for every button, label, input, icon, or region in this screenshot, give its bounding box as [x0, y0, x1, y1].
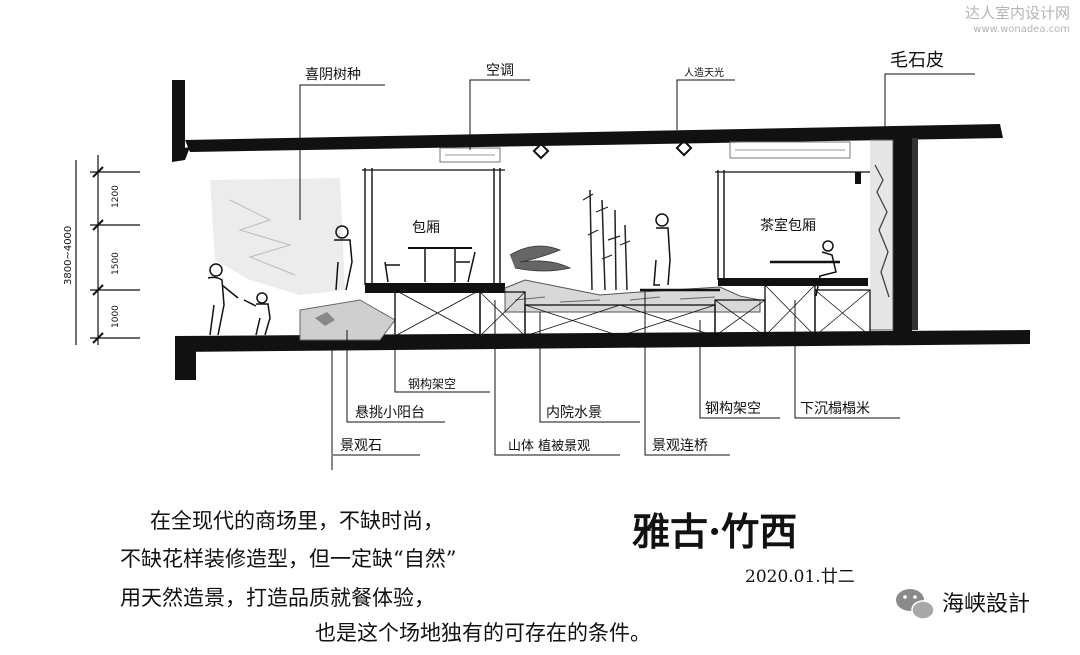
callout-planting: 山体 植被景观 [508, 439, 590, 454]
ceiling-fixtures [439, 139, 851, 163]
callout-steel-frame-right: 钢构架空 [705, 401, 761, 417]
callout-bridge: 景观连桥 [652, 438, 708, 454]
watermark-url: www.wonadea.com [973, 24, 1070, 35]
callout-balcony: 悬挑小阳台 [355, 405, 425, 421]
dimension-lower: 1000 [111, 305, 121, 328]
callout-water: 内院水景 [546, 405, 602, 421]
signature-date: 2020.01.廿二 [745, 567, 855, 587]
note-line-3: 用天然造景，打造品质就餐体验， [120, 586, 435, 610]
tea-room-label: 茶室包厢 [760, 217, 816, 234]
private-room-left: 包厢 [362, 168, 505, 337]
private-room-label: 包厢 [412, 220, 440, 236]
tea-room-right: 茶室包厢 [715, 170, 871, 337]
callout-shade-tree: 喜阴树种 [305, 67, 361, 83]
dimension-total: 3800~4000 [63, 226, 74, 285]
courtyard-garden [479, 189, 766, 337]
dimension-line [75, 155, 140, 345]
callout-steel-frame-left: 钢构架空 [408, 376, 456, 391]
callout-tatami: 下沉榻榻米 [800, 401, 870, 417]
brand-name: 海峡設計 [942, 592, 1030, 617]
wechat-logo-icon [896, 589, 935, 620]
watermark-title: 达人室内设计网 [965, 4, 1070, 22]
callout-ac: 空调 [486, 63, 514, 79]
design-note: 在全现代的商场里，不缺时尚， 不缺花样装修造型，但一定缺“自然” 用天然造景，打… [120, 509, 651, 645]
note-line-4: 也是这个场地独有的可存在的条件。 [315, 621, 651, 645]
signature-name: 雅古·竹西 [632, 509, 797, 554]
top-leader-lines [299, 73, 975, 220]
callout-rock: 景观石 [340, 438, 382, 454]
callout-skylight: 人造天光 [684, 66, 724, 79]
left-tree-zone [210, 178, 396, 341]
note-line-2: 不缺花样装修造型，但一定缺“自然” [120, 547, 456, 571]
callout-stone-wall: 毛石皮 [890, 50, 944, 71]
dimension-middle: 1500 [111, 252, 121, 275]
bottom-leader-lines [331, 292, 900, 470]
dimension-upper: 1200 [111, 185, 121, 208]
note-line-1: 在全现代的商场里，不缺时尚， [150, 509, 444, 533]
